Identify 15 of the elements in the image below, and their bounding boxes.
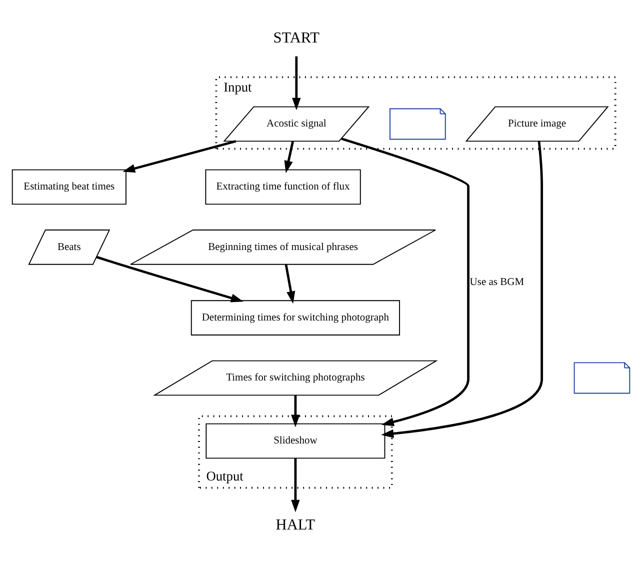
arrow [291, 458, 300, 512]
node-box: Slideshow [206, 422, 386, 458]
arrow [341, 137, 470, 426]
node-text: START [273, 29, 320, 46]
node-text: HALT [276, 516, 316, 534]
node-box: Extracting time function of flux [205, 168, 361, 204]
arrow [292, 56, 301, 110]
node-box: Determining times for switching photograph [190, 300, 400, 335]
arrow [96, 255, 244, 302]
edge-label: Use as BGM [470, 276, 524, 288]
arrow [381, 140, 543, 438]
node-box: Estimating beat times [12, 168, 126, 204]
arrow [284, 264, 296, 304]
arrow [291, 394, 300, 427]
arrow [284, 140, 294, 173]
